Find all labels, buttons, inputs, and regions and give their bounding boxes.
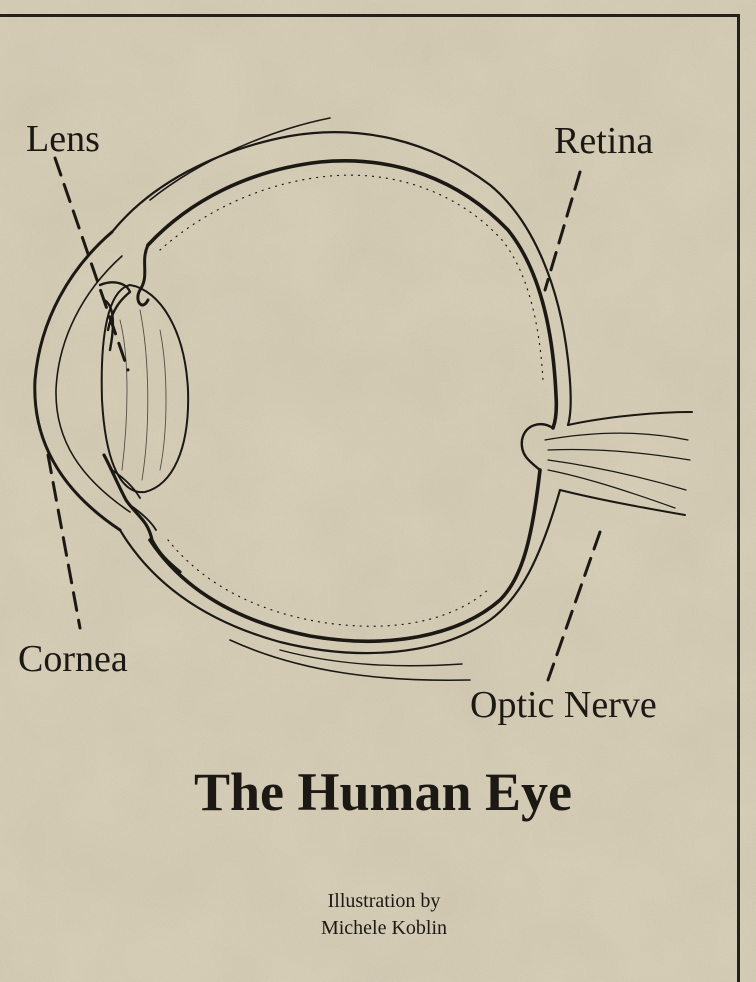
label-cornea: Cornea: [18, 640, 128, 678]
cornea-outer: [35, 232, 120, 530]
choroid-lower: [150, 470, 540, 641]
muscle-tail-top: [150, 118, 330, 200]
retina-layer-upper: [160, 175, 543, 380]
leader-retina: [545, 172, 580, 290]
leader-cornea: [48, 455, 80, 628]
label-lens: Lens: [26, 120, 100, 158]
optic-nerve-upper: [568, 412, 692, 425]
ciliary-upper: [138, 245, 148, 305]
optic-nerve-fibers: [545, 433, 690, 508]
cornea-inner: [56, 256, 130, 512]
sclera-outer-lower: [120, 490, 560, 653]
label-retina: Retina: [554, 122, 653, 160]
credit-line-2: Michele Koblin: [12, 915, 756, 942]
optic-disc: [522, 424, 553, 470]
choroid-upper: [148, 161, 556, 428]
optic-nerve-lower: [560, 490, 685, 515]
leader-optic-nerve: [548, 532, 600, 680]
illustration-credit: Illustration by Michele Koblin: [0, 888, 756, 942]
ciliary-lower-detail: [112, 470, 156, 530]
diagram-title: The Human Eye: [0, 765, 756, 819]
retina-layer-lower: [168, 540, 490, 626]
label-optic-nerve: Optic Nerve: [470, 686, 657, 724]
credit-line-1: Illustration by: [12, 888, 756, 915]
lens-fibers: [120, 310, 166, 480]
sclera-outer-upper: [112, 132, 571, 425]
